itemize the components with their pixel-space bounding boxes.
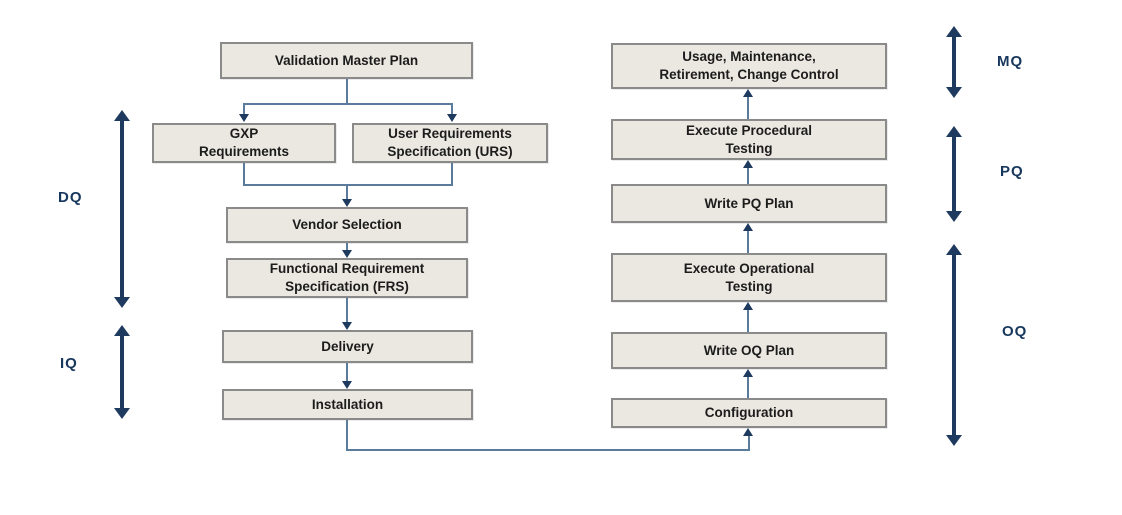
connector-urs-down bbox=[451, 163, 453, 186]
connector-split-right bbox=[451, 103, 453, 114]
connector-vendor-to-frs bbox=[346, 243, 348, 251]
flow-box-functional-requirement-specification: Functional Requirement Specification (FR… bbox=[226, 258, 468, 298]
flow-box-installation: Installation bbox=[222, 389, 473, 420]
arrowhead-into-execute-operational bbox=[743, 302, 753, 310]
flow-box-execute-procedural-testing: Execute Procedural Testing bbox=[611, 119, 887, 160]
arrowhead-into-configuration bbox=[743, 428, 753, 436]
connector-write-pq-to-procedural bbox=[747, 168, 749, 184]
arrowhead-into-write-pq-plan bbox=[743, 223, 753, 231]
connector-split-left bbox=[243, 103, 245, 114]
arrowhead-into-write-oq-plan bbox=[743, 369, 753, 377]
arrowhead-into-installation bbox=[342, 381, 352, 389]
flow-box-user-requirements-specification: User Requirements Specification (URS) bbox=[352, 123, 548, 163]
flow-box-write-oq-plan: Write OQ Plan bbox=[611, 332, 887, 369]
connector-vmp-down bbox=[346, 79, 348, 104]
arrowhead-into-vendor-selection bbox=[342, 199, 352, 207]
phase-label-oq: OQ bbox=[1002, 323, 1028, 340]
arrowhead-into-gxp bbox=[239, 114, 249, 122]
connector-frs-to-delivery bbox=[346, 298, 348, 322]
arrowhead-into-usage-maintenance bbox=[743, 89, 753, 97]
connector-installation-down bbox=[346, 420, 348, 451]
arrowhead-into-execute-procedural bbox=[743, 160, 753, 168]
connector-configuration-to-write-oq bbox=[747, 377, 749, 398]
connector-delivery-to-installation bbox=[346, 363, 348, 381]
phase-label-pq: PQ bbox=[1000, 163, 1024, 180]
flow-box-delivery: Delivery bbox=[222, 330, 473, 363]
pq-range-arrow-icon bbox=[946, 126, 962, 222]
oq-range-arrow-icon bbox=[946, 244, 962, 446]
connector-operational-to-write-pq bbox=[747, 231, 749, 253]
iq-range-arrow-icon bbox=[114, 325, 130, 419]
flow-box-validation-master-plan: Validation Master Plan bbox=[220, 42, 473, 79]
connector-procedural-to-usage bbox=[747, 97, 749, 119]
flow-box-vendor-selection: Vendor Selection bbox=[226, 207, 468, 243]
flow-box-configuration: Configuration bbox=[611, 398, 887, 428]
connector-merge-down bbox=[346, 184, 348, 199]
arrowhead-into-delivery bbox=[342, 322, 352, 330]
arrowhead-into-frs bbox=[342, 250, 352, 258]
flow-box-usage-maintenance-retirement-change-control: Usage, Maintenance, Retirement, Change C… bbox=[611, 43, 887, 89]
dq-range-arrow-icon bbox=[114, 110, 130, 308]
connector-elbow-horizontal bbox=[346, 449, 750, 451]
arrowhead-into-urs bbox=[447, 114, 457, 122]
connector-split-horizontal bbox=[243, 103, 453, 105]
flow-box-gxp-requirements: GXP Requirements bbox=[152, 123, 336, 163]
flow-box-write-pq-plan: Write PQ Plan bbox=[611, 184, 887, 223]
phase-label-mq: MQ bbox=[997, 53, 1024, 70]
connector-gxp-down bbox=[243, 163, 245, 186]
connector-merge-horizontal bbox=[243, 184, 453, 186]
mq-range-arrow-icon bbox=[946, 26, 962, 98]
connector-write-oq-to-operational bbox=[747, 310, 749, 332]
connector-elbow-up bbox=[748, 436, 750, 451]
phase-label-dq: DQ bbox=[58, 189, 83, 206]
phase-label-iq: IQ bbox=[60, 355, 78, 372]
flow-box-execute-operational-testing: Execute Operational Testing bbox=[611, 253, 887, 302]
